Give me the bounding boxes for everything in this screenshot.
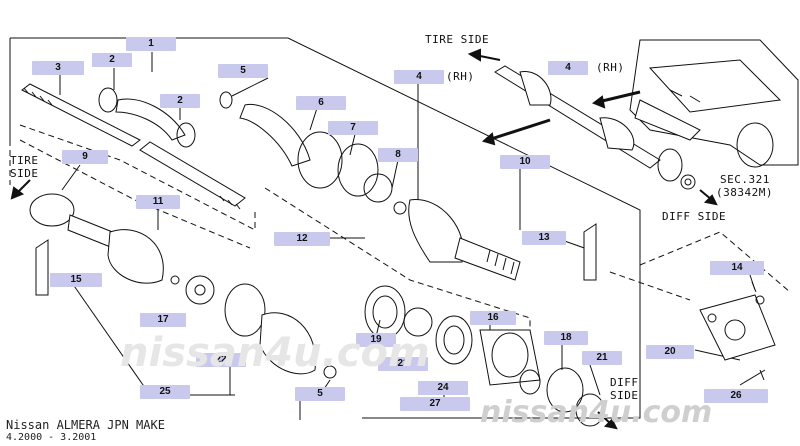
callout-24[interactable]: 24 <box>418 381 468 395</box>
tire-side-label: SIDE <box>10 167 39 180</box>
callout-14[interactable]: 14 <box>710 261 764 275</box>
callout-7[interactable]: 7 <box>328 121 378 135</box>
callout-10[interactable]: 10 <box>500 155 550 169</box>
callout-25[interactable]: 25 <box>140 385 190 399</box>
callout-1[interactable]: 1 <box>126 37 176 51</box>
rh-label: (RH) <box>446 70 475 83</box>
callout-22[interactable]: 22 <box>196 353 246 367</box>
callout-8[interactable]: 8 <box>378 148 418 162</box>
watermark-text: nissan4u.com <box>480 395 713 430</box>
callout-9[interactable]: 9 <box>62 150 108 164</box>
tire-side-label: TIRE SIDE <box>425 33 490 46</box>
callout-2[interactable]: 2 <box>160 94 200 108</box>
callout-11[interactable]: 11 <box>136 195 180 209</box>
callout-27[interactable]: 27 <box>400 397 470 411</box>
section-reference-code: (38342M) <box>716 186 773 199</box>
watermark-text: nissan4u.com <box>120 330 430 376</box>
callout-21[interactable]: 21 <box>582 351 622 365</box>
callout-17[interactable]: 17 <box>140 313 186 327</box>
production-dates: 4.2000 - 3.2001 <box>6 432 97 443</box>
callout-6[interactable]: 6 <box>296 96 346 110</box>
callout-2[interactable]: 2 <box>92 53 132 67</box>
diff-side-label: SIDE <box>610 389 639 402</box>
callout-15[interactable]: 15 <box>50 273 102 287</box>
callout-4[interactable]: 4 <box>394 70 444 84</box>
callout-5[interactable]: 5 <box>295 387 345 401</box>
section-reference: SEC.321 <box>720 173 770 186</box>
callout-19[interactable]: 19 <box>356 333 396 347</box>
callout-12[interactable]: 12 <box>274 232 330 246</box>
callout-16[interactable]: 16 <box>470 311 516 325</box>
callout-3[interactable]: 3 <box>32 61 84 75</box>
callout-4[interactable]: 4 <box>548 61 588 75</box>
callout-20[interactable]: 20 <box>646 345 694 359</box>
callout-5[interactable]: 5 <box>218 64 268 78</box>
tire-side-label: TIRE <box>10 154 39 167</box>
callout-18[interactable]: 18 <box>544 331 588 345</box>
callout-23[interactable]: 23 <box>378 357 428 371</box>
diff-side-label: DIFF SIDE <box>662 210 727 223</box>
rh-label: (RH) <box>596 61 625 74</box>
callout-26[interactable]: 26 <box>704 389 768 403</box>
diff-side-label: DIFF <box>610 376 639 389</box>
model-caption: Nissan ALMERA JPN MAKE <box>6 418 165 432</box>
callout-13[interactable]: 13 <box>522 231 566 245</box>
